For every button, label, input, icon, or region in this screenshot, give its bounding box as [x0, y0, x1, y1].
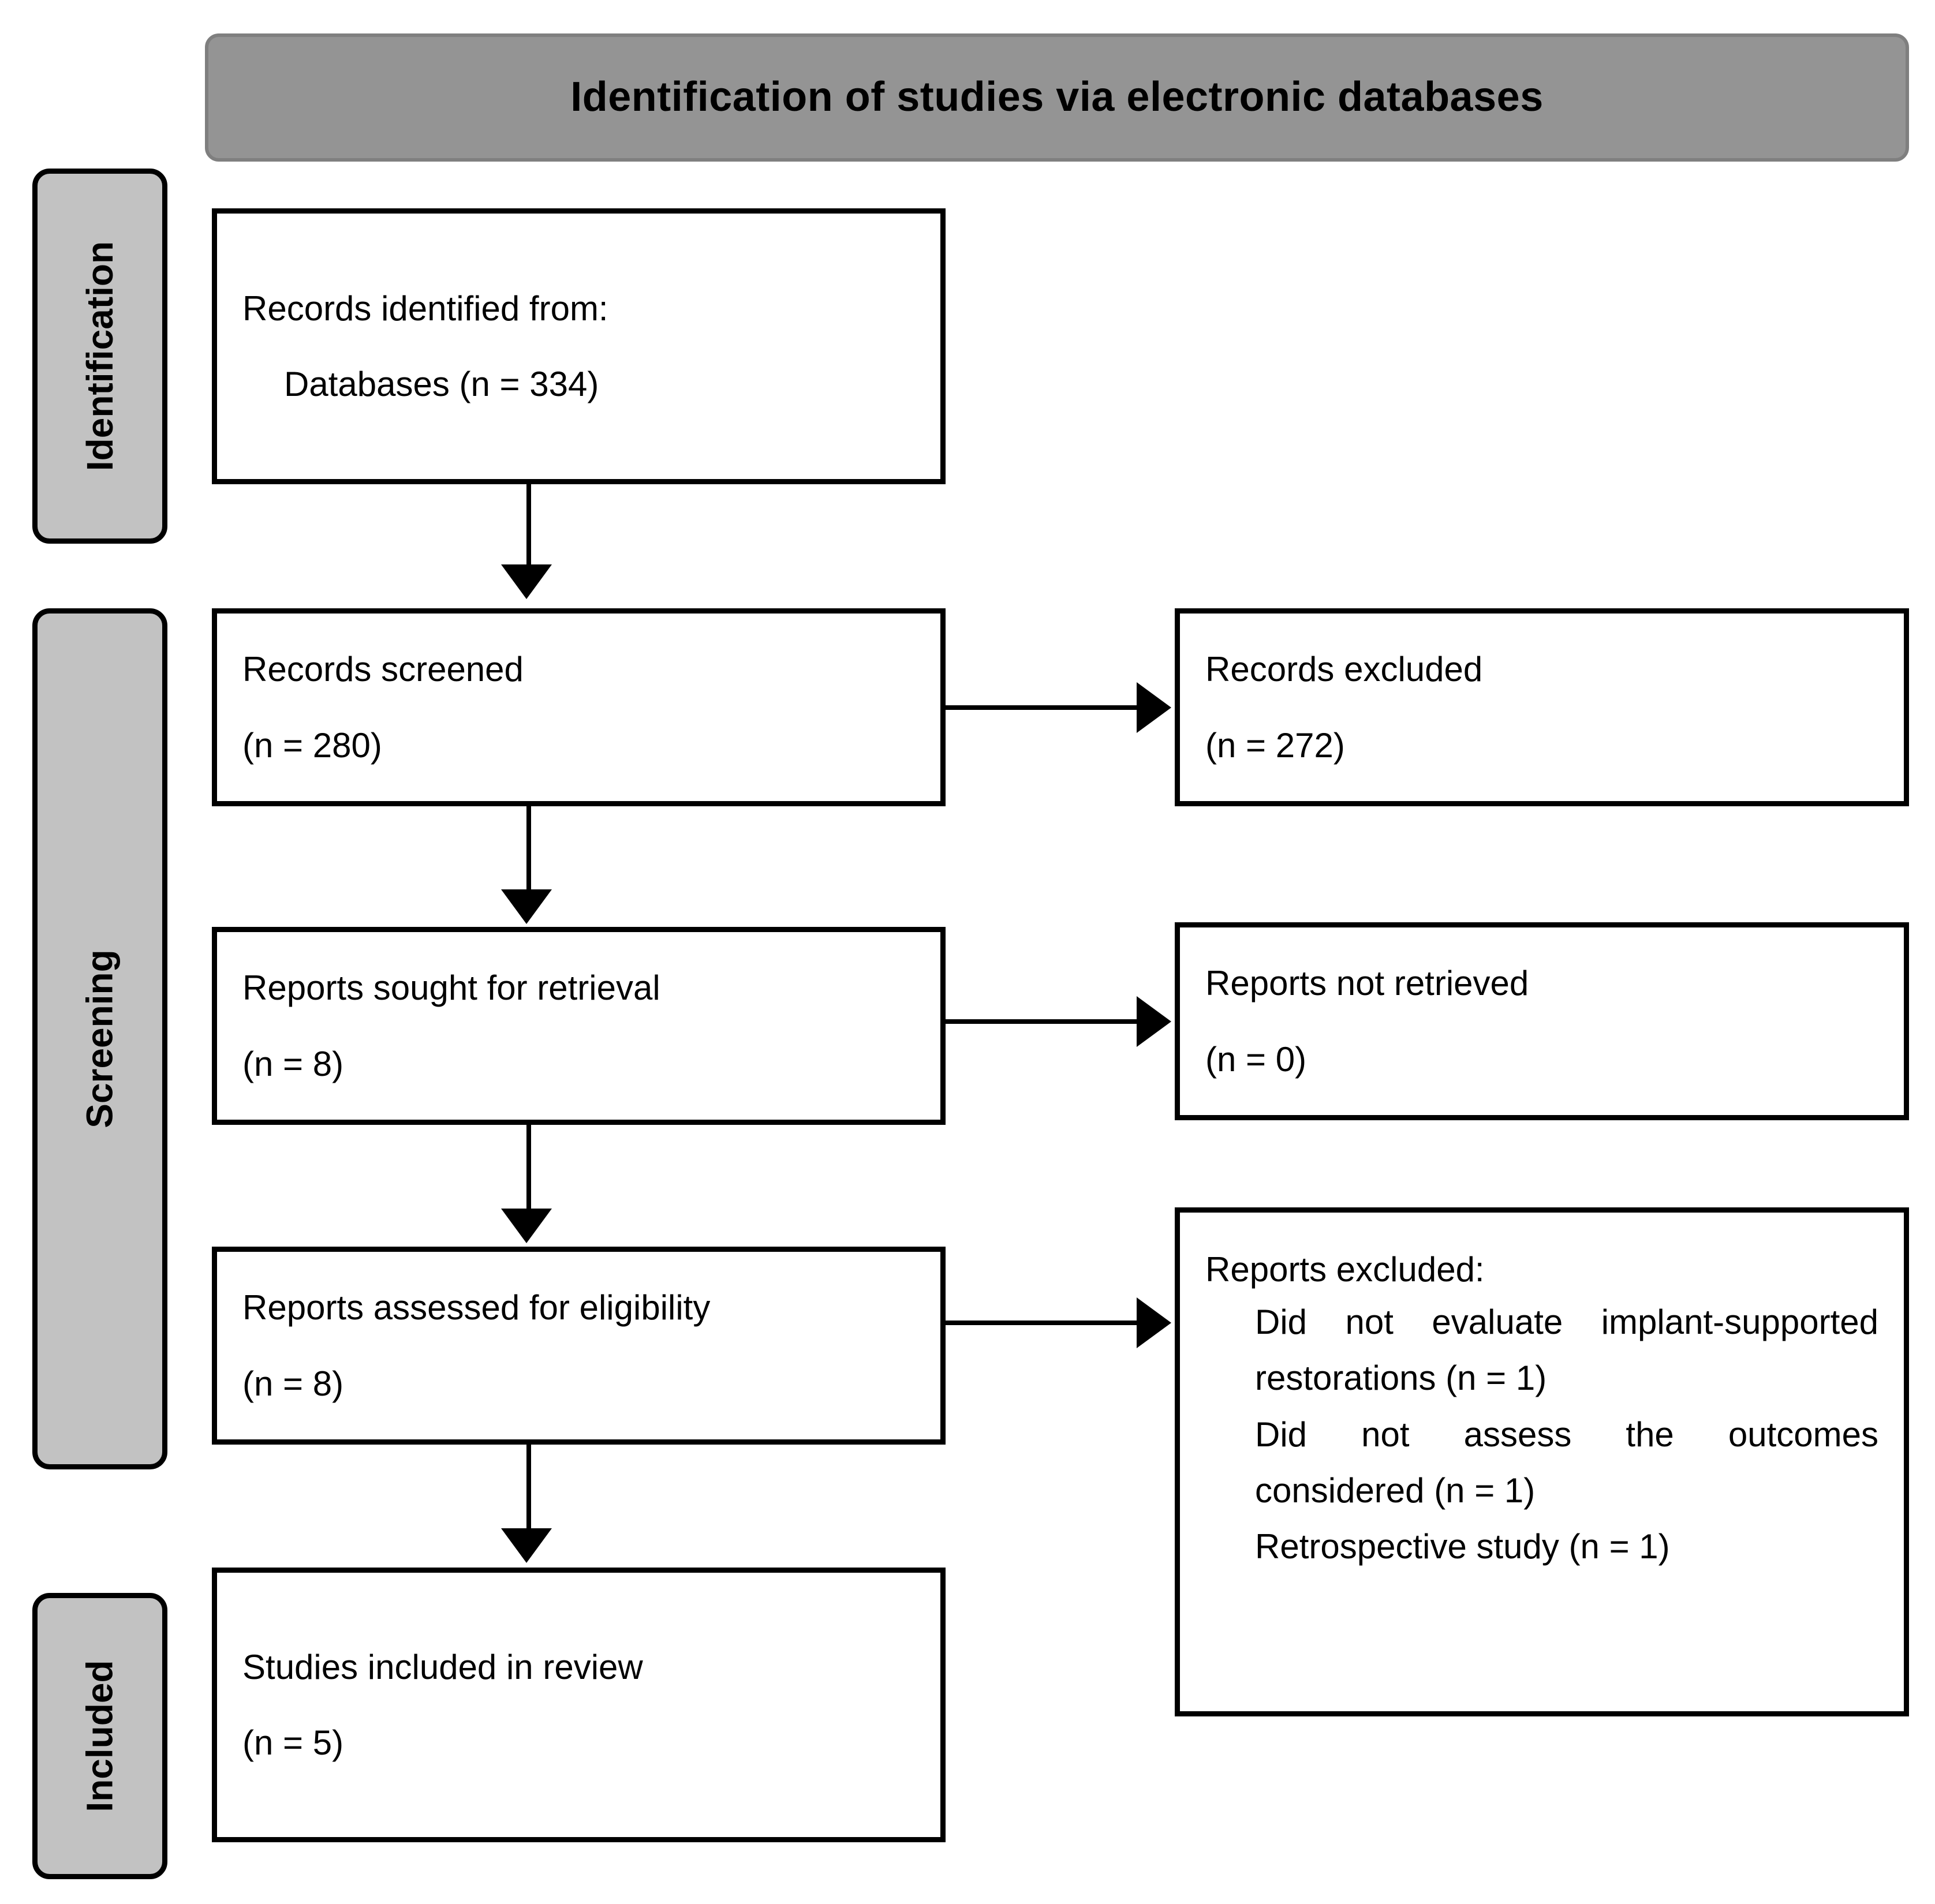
arrowhead-down-icon [501, 1209, 552, 1243]
reports-excluded-reason-3: Retrospective study (n = 1) [1255, 1527, 1670, 1566]
connector-screened-to-records-excluded [946, 705, 1140, 710]
arrowhead-down-icon [501, 889, 552, 924]
reports-excluded-reason-1: Did not evaluate implant-supported resto… [1255, 1303, 1878, 1398]
connector-assessed-to-reports-excluded [946, 1321, 1140, 1325]
phase-label-identification-text: Identification [79, 241, 121, 472]
studies-included-line1: Studies included in review [242, 1647, 643, 1686]
phase-label-screening: Screening [32, 608, 167, 1469]
reports-not-retrieved-line1: Reports not retrieved [1205, 964, 1529, 1003]
reports-sought-line1: Reports sought for retrieval [242, 968, 660, 1008]
box-records-identified: Records identified from: Databases (n = … [212, 208, 946, 484]
phase-label-identification: Identification [32, 169, 167, 544]
records-excluded-line2: (n = 272) [1205, 725, 1345, 765]
records-identified-line2: Databases (n = 334) [284, 365, 599, 403]
phase-label-included-text: Included [79, 1660, 121, 1812]
records-screened-line1: Records screened [242, 650, 524, 689]
arrowhead-right-icon [1137, 1297, 1171, 1348]
phase-label-screening-text: Screening [79, 949, 121, 1128]
box-reports-not-retrieved: Reports not retrieved (n = 0) [1175, 922, 1909, 1120]
reports-sought-line2: (n = 8) [242, 1044, 344, 1083]
studies-included-line2: (n = 5) [242, 1723, 344, 1762]
connector-sought-to-assessed [526, 1125, 531, 1211]
arrowhead-down-icon [501, 564, 552, 599]
box-reports-sought: Reports sought for retrieval (n = 8) [212, 927, 946, 1125]
arrowhead-right-icon [1137, 996, 1171, 1047]
reports-not-retrieved-line2: (n = 0) [1205, 1039, 1307, 1079]
connector-identified-to-screened [526, 484, 531, 568]
box-records-excluded: Records excluded (n = 272) [1175, 608, 1909, 806]
box-studies-included: Studies included in review (n = 5) [212, 1568, 946, 1842]
banner-identification-header: Identification of studies via electronic… [205, 33, 1909, 162]
arrowhead-down-icon [501, 1528, 552, 1563]
reports-assessed-line1: Reports assessed for eligibility [242, 1288, 711, 1327]
connector-sought-to-not-retrieved [946, 1019, 1140, 1024]
box-records-screened: Records screened (n = 280) [212, 608, 946, 806]
box-reports-assessed: Reports assessed for eligibility (n = 8) [212, 1247, 946, 1445]
phase-label-included: Included [32, 1593, 167, 1879]
records-excluded-line1: Records excluded [1205, 650, 1483, 689]
reports-excluded-reason-2: Did not assess the outcomes considered (… [1255, 1415, 1878, 1510]
records-identified-line1: Records identified from: [242, 289, 608, 328]
reports-excluded-heading: Reports excluded: [1205, 1250, 1485, 1289]
box-reports-excluded: Reports excluded: Did not evaluate impla… [1175, 1207, 1909, 1716]
connector-screened-to-sought [526, 806, 531, 893]
banner-title: Identification of studies via electronic… [570, 74, 1544, 121]
reports-assessed-line2: (n = 8) [242, 1364, 344, 1403]
records-screened-line2: (n = 280) [242, 725, 382, 765]
connector-assessed-to-included [526, 1445, 531, 1531]
arrowhead-right-icon [1137, 682, 1171, 733]
